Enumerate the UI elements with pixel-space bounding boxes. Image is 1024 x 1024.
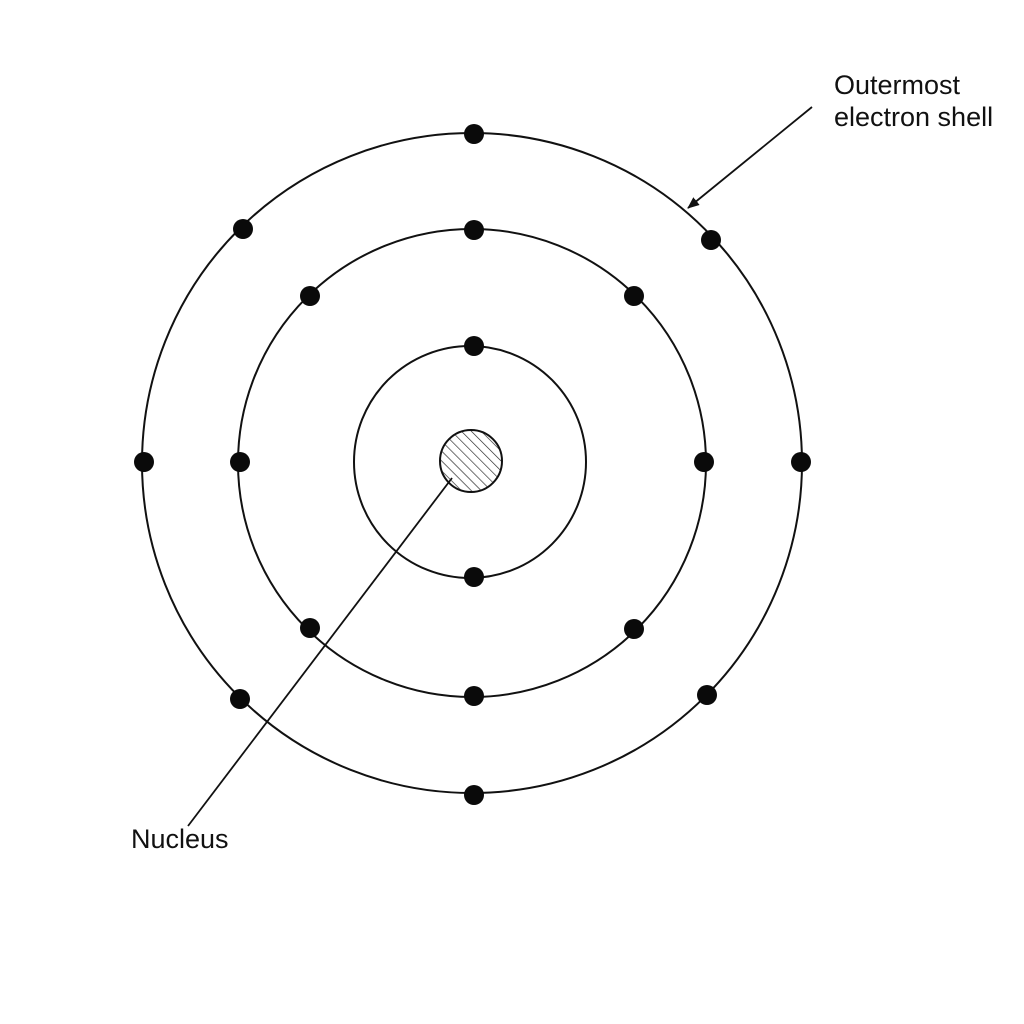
electron — [464, 686, 484, 706]
electron — [230, 452, 250, 472]
electron — [464, 220, 484, 240]
nucleus-label: Nucleus — [131, 824, 229, 854]
electron — [464, 785, 484, 805]
electron — [464, 567, 484, 587]
electron — [134, 452, 154, 472]
electron — [694, 452, 714, 472]
outermost-shell-label-line2: electron shell — [834, 101, 994, 132]
electron — [300, 618, 320, 638]
nucleus — [439, 429, 503, 493]
electron — [233, 219, 253, 239]
outer-shell-electrons — [134, 124, 811, 805]
electron — [697, 685, 717, 705]
electron — [464, 336, 484, 356]
electron — [230, 689, 250, 709]
electron — [791, 452, 811, 472]
electron — [701, 230, 721, 250]
nucleus-leader-line — [187, 477, 453, 827]
outermost-shell-label: Outermost electron shell — [834, 70, 993, 134]
middle-shell-electrons — [230, 220, 714, 706]
electron — [464, 124, 484, 144]
electron — [624, 286, 644, 306]
outer-shell-arrow — [687, 106, 813, 209]
inner-shell-electrons — [464, 336, 484, 587]
electron — [624, 619, 644, 639]
outermost-shell-label-line1: Outermost — [834, 70, 961, 100]
electron — [300, 286, 320, 306]
